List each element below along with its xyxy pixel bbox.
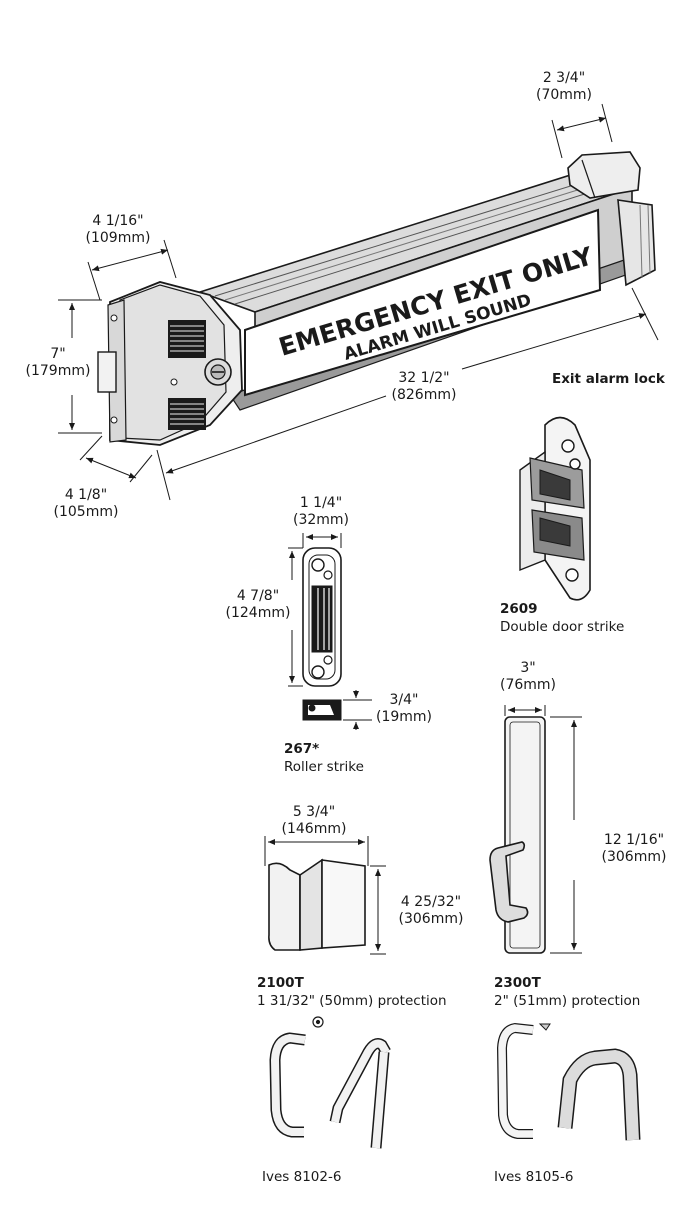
angle-guard-name: 1 31/32" (50mm) protection <box>257 993 447 1009</box>
strike-2609-name: Double door strike <box>500 619 625 635</box>
angle-guard-height-dimension: 4 25/32" (306mm) <box>386 894 476 928</box>
pull-plate-width-inches: 3" <box>520 660 536 676</box>
lock-title: Exit alarm lock <box>552 371 665 387</box>
angle-guard-width-dimension: 5 3/4" (146mm) <box>274 804 354 838</box>
roller-strike-dimension-lines <box>288 533 372 730</box>
angle-guard-code: 2100T <box>257 975 304 991</box>
pull-plate-code: 2300T <box>494 975 541 991</box>
lock-base-depth-mm: (105mm) <box>53 504 119 520</box>
roller-strike-height-inches: 4 7/8" <box>236 588 280 604</box>
roller-strike-height-mm: (124mm) <box>225 605 291 621</box>
lock-base-depth-dimension: 4 1/8" (105mm) <box>46 487 126 521</box>
pull-plate-width-mm: (76mm) <box>499 677 556 693</box>
lock-housing-depth-mm: (109mm) <box>85 230 151 246</box>
roller-strike-depth-dimension: 3/4" (19mm) <box>364 692 444 726</box>
roller-strike-depth-inches: 3/4" <box>389 692 419 708</box>
angle-guard-width-inches: 5 3/4" <box>292 804 336 820</box>
lock-height-mm: (179mm) <box>25 363 91 379</box>
pull-plate-height-dimension: 12 1/16" (306mm) <box>586 832 682 866</box>
roller-strike-name: Roller strike <box>284 759 364 775</box>
roller-strike-depth-mm: (19mm) <box>375 709 432 725</box>
lock-top-width-inches: 2 3/4" <box>542 70 586 86</box>
angle-guard-width-mm: (146mm) <box>281 821 347 837</box>
lock-top-width-dimension: 2 3/4" (70mm) <box>524 70 604 104</box>
pull-plate-caption: 2300T 2" (51mm) protection <box>494 974 640 1010</box>
lock-height-dimension: 7" (179mm) <box>18 346 98 380</box>
roller-strike-height-dimension: 4 7/8" (124mm) <box>218 588 298 622</box>
roller-strike-code: 267* <box>284 741 320 757</box>
pull-plate-height-inches: 12 1/16" <box>603 832 665 848</box>
lock-length-inches: 32 1/2" <box>398 370 450 386</box>
roller-strike-width-mm: (32mm) <box>292 512 349 528</box>
exit-alarm-lock <box>97 151 656 446</box>
pull-plate-2300t <box>489 716 546 954</box>
lock-length-dimension: 32 1/2" (826mm) <box>376 370 472 404</box>
lock-length-mm: (826mm) <box>391 387 457 403</box>
pull-plate-height-mm: (306mm) <box>601 849 667 865</box>
ives-8102-label: Ives 8102-6 <box>262 1169 342 1185</box>
lock-housing-depth-dimension: 4 1/16" (109mm) <box>78 213 158 247</box>
angle-guard-caption: 2100T 1 31/32" (50mm) protection <box>257 974 447 1010</box>
lock-base-depth-inches: 4 1/8" <box>64 487 108 503</box>
pull-plate-name: 2" (51mm) protection <box>494 993 641 1009</box>
lock-top-width-mm: (70mm) <box>535 87 592 103</box>
lock-dimension-lines <box>58 103 659 501</box>
pull-plate-dimension-lines <box>504 705 582 954</box>
double-door-strike-2609 <box>519 416 591 601</box>
roller-strike-267 <box>302 547 342 721</box>
lock-housing-depth-inches: 4 1/16" <box>92 213 144 229</box>
angle-guard-height-inches: 4 25/32" <box>400 894 462 910</box>
strike-2609-code: 2609 <box>500 601 538 617</box>
angle-guard-dimension-lines <box>264 836 386 955</box>
angle-guard-height-mm: (306mm) <box>398 911 464 927</box>
roller-strike-width-dimension: 1 1/4" (32mm) <box>281 495 361 529</box>
angle-guard-2100t <box>268 858 366 951</box>
roller-strike-caption: 267* Roller strike <box>284 740 364 776</box>
lock-height-inches: 7" <box>50 346 66 362</box>
ives-8105-label: Ives 8105-6 <box>494 1169 574 1185</box>
ives-8102-pull <box>269 1016 391 1149</box>
strike-2609-caption: 2609 Double door strike <box>500 600 624 636</box>
pull-plate-width-dimension: 3" (76mm) <box>488 660 568 694</box>
ives-8105-pull <box>496 1022 641 1141</box>
roller-strike-width-inches: 1 1/4" <box>299 495 343 511</box>
